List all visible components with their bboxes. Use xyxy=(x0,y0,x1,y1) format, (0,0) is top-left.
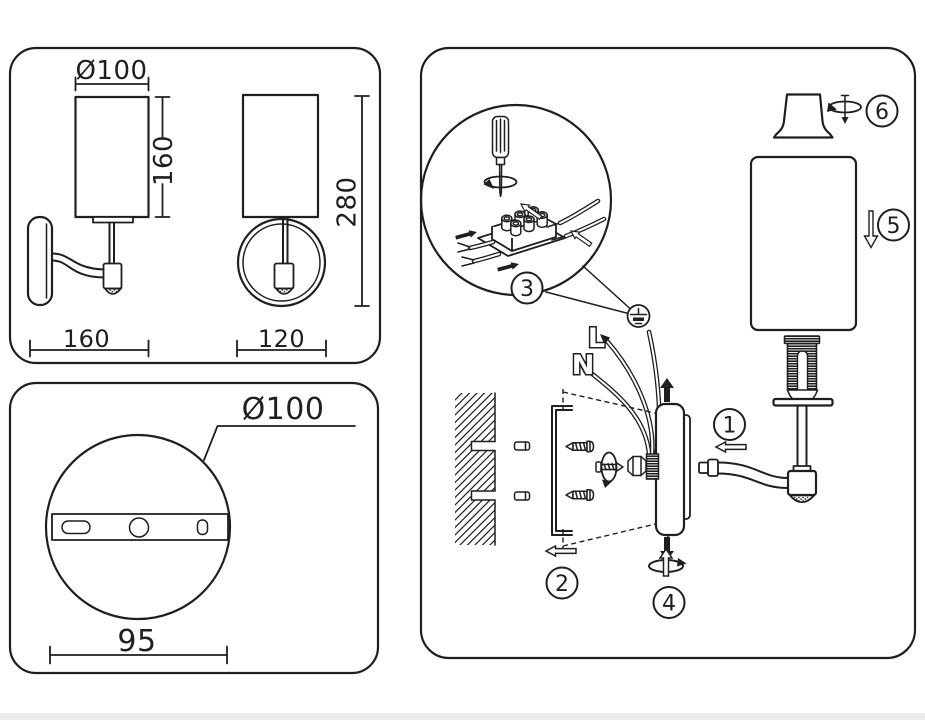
lampshade-outline-front xyxy=(241,93,320,219)
step-number: 1 xyxy=(723,414,737,439)
step-number: 4 xyxy=(662,592,676,617)
slot-right xyxy=(196,519,209,536)
threaded-socket xyxy=(783,335,821,404)
step-3-badge: 3 xyxy=(510,271,544,305)
wire-arrowhead xyxy=(579,364,589,374)
slide-down-arrow xyxy=(863,210,879,249)
callout-tail xyxy=(545,265,637,316)
bulb-holder-dome-front xyxy=(274,287,295,295)
panel-installation: 3 L N xyxy=(419,46,917,660)
backplate-circle xyxy=(44,433,232,621)
stem-front xyxy=(282,216,289,265)
screw-icon xyxy=(565,489,595,501)
dim-label-plate-diameter: Ø100 xyxy=(242,392,325,427)
insert-direction-arrow xyxy=(454,228,478,242)
arm-connector-tip xyxy=(698,461,709,474)
lock-direction-arrow xyxy=(660,378,674,402)
stem-tube xyxy=(796,404,808,467)
wall-section xyxy=(455,392,531,546)
hex-connector xyxy=(627,455,647,477)
arm-hub-dome xyxy=(787,494,817,504)
dim-hole-spacing: 95 xyxy=(49,624,228,665)
bracket-profile xyxy=(551,405,573,536)
dim-overall-depth: 160 xyxy=(29,325,150,358)
wall-hatch xyxy=(455,393,495,545)
step-number: 5 xyxy=(887,214,901,239)
fixing-screw-assembly xyxy=(595,451,660,488)
panel-backplate: Ø100 95 xyxy=(8,381,380,675)
dim-shade-height: 160 xyxy=(149,96,179,218)
step-number: 6 xyxy=(875,100,889,125)
panel-border xyxy=(8,46,382,365)
dim-label-shade-height: 160 xyxy=(149,135,179,186)
ring-arm-inner xyxy=(242,223,321,302)
step-4-badge: 4 xyxy=(652,586,686,619)
wire-label-live: L xyxy=(588,323,605,354)
dim-label-hole-spacing: 95 xyxy=(117,624,156,659)
screw-in-arrow xyxy=(658,547,674,577)
dim-label-front-width: 120 xyxy=(258,325,305,353)
rotate-icon xyxy=(483,175,518,189)
insert-direction-arrow xyxy=(715,441,747,453)
bulb-holder-body xyxy=(102,262,123,290)
panel-dimension-views: Ø100 160 280 160 120 xyxy=(8,46,382,365)
screwdriver-icon xyxy=(491,115,510,198)
step-6-badge: 6 xyxy=(865,94,899,128)
page-bottom-strip xyxy=(0,713,925,720)
rotate-icon xyxy=(827,94,862,124)
dim-overall-height: 280 xyxy=(333,95,370,307)
step-1-badge: 1 xyxy=(713,408,746,441)
ring-arm-outer xyxy=(236,217,327,308)
arm-connector xyxy=(707,458,719,477)
slot-left xyxy=(61,520,91,535)
remove-direction-arrow xyxy=(545,545,577,557)
wall-plate-side xyxy=(26,215,54,307)
lampshade-outline xyxy=(74,95,150,219)
lampshade xyxy=(749,155,858,332)
center-hole xyxy=(128,517,150,538)
sconce-front-view xyxy=(236,93,327,308)
supply-wires: L N xyxy=(570,322,662,458)
panel-border xyxy=(8,381,380,675)
insert-direction-arrow xyxy=(496,260,520,274)
dim-label-overall-height: 280 xyxy=(333,176,363,227)
wire-arrowhead xyxy=(600,334,610,345)
lamp-assembly: 6 5 xyxy=(698,93,910,504)
lamp-backplate xyxy=(654,402,686,537)
screw-icon xyxy=(565,440,595,453)
threaded-terminal xyxy=(645,453,660,480)
step-2-badge: 2 xyxy=(545,566,579,600)
curved-arm xyxy=(717,461,789,489)
wall-anchor-icon xyxy=(513,441,531,451)
socket-flange xyxy=(772,397,834,407)
bulb-holder-dome xyxy=(103,287,123,295)
step-5-badge: 5 xyxy=(877,208,910,242)
stem xyxy=(108,221,115,265)
panel-border xyxy=(419,46,917,660)
sconce-side-view xyxy=(26,95,150,307)
step-number: 3 xyxy=(520,277,534,302)
wire-label-neutral: N xyxy=(572,350,595,381)
wall-anchor-icon xyxy=(513,491,531,501)
earth-ground-icon xyxy=(626,304,651,328)
callout-wires xyxy=(457,198,607,267)
dim-front-width: 120 xyxy=(236,325,327,358)
bulb-holder-body-front xyxy=(273,262,295,290)
arm-hub-body xyxy=(786,469,818,497)
drill-hole xyxy=(471,441,495,451)
dim-shade-diameter: Ø100 xyxy=(74,56,150,92)
dim-label-shade-diameter: Ø100 xyxy=(75,56,147,86)
shade-holder xyxy=(92,216,134,224)
terminal-block-callout: 3 xyxy=(419,103,613,305)
terminal-block xyxy=(477,206,566,257)
leader-line xyxy=(203,425,356,461)
curved-arm xyxy=(51,252,105,279)
dim-label-overall-depth: 160 xyxy=(63,325,110,353)
lamp-backplate-assembly: 4 xyxy=(648,378,691,619)
finial-cap xyxy=(772,93,834,139)
step-number: 2 xyxy=(555,572,569,597)
drill-hole xyxy=(471,491,495,500)
